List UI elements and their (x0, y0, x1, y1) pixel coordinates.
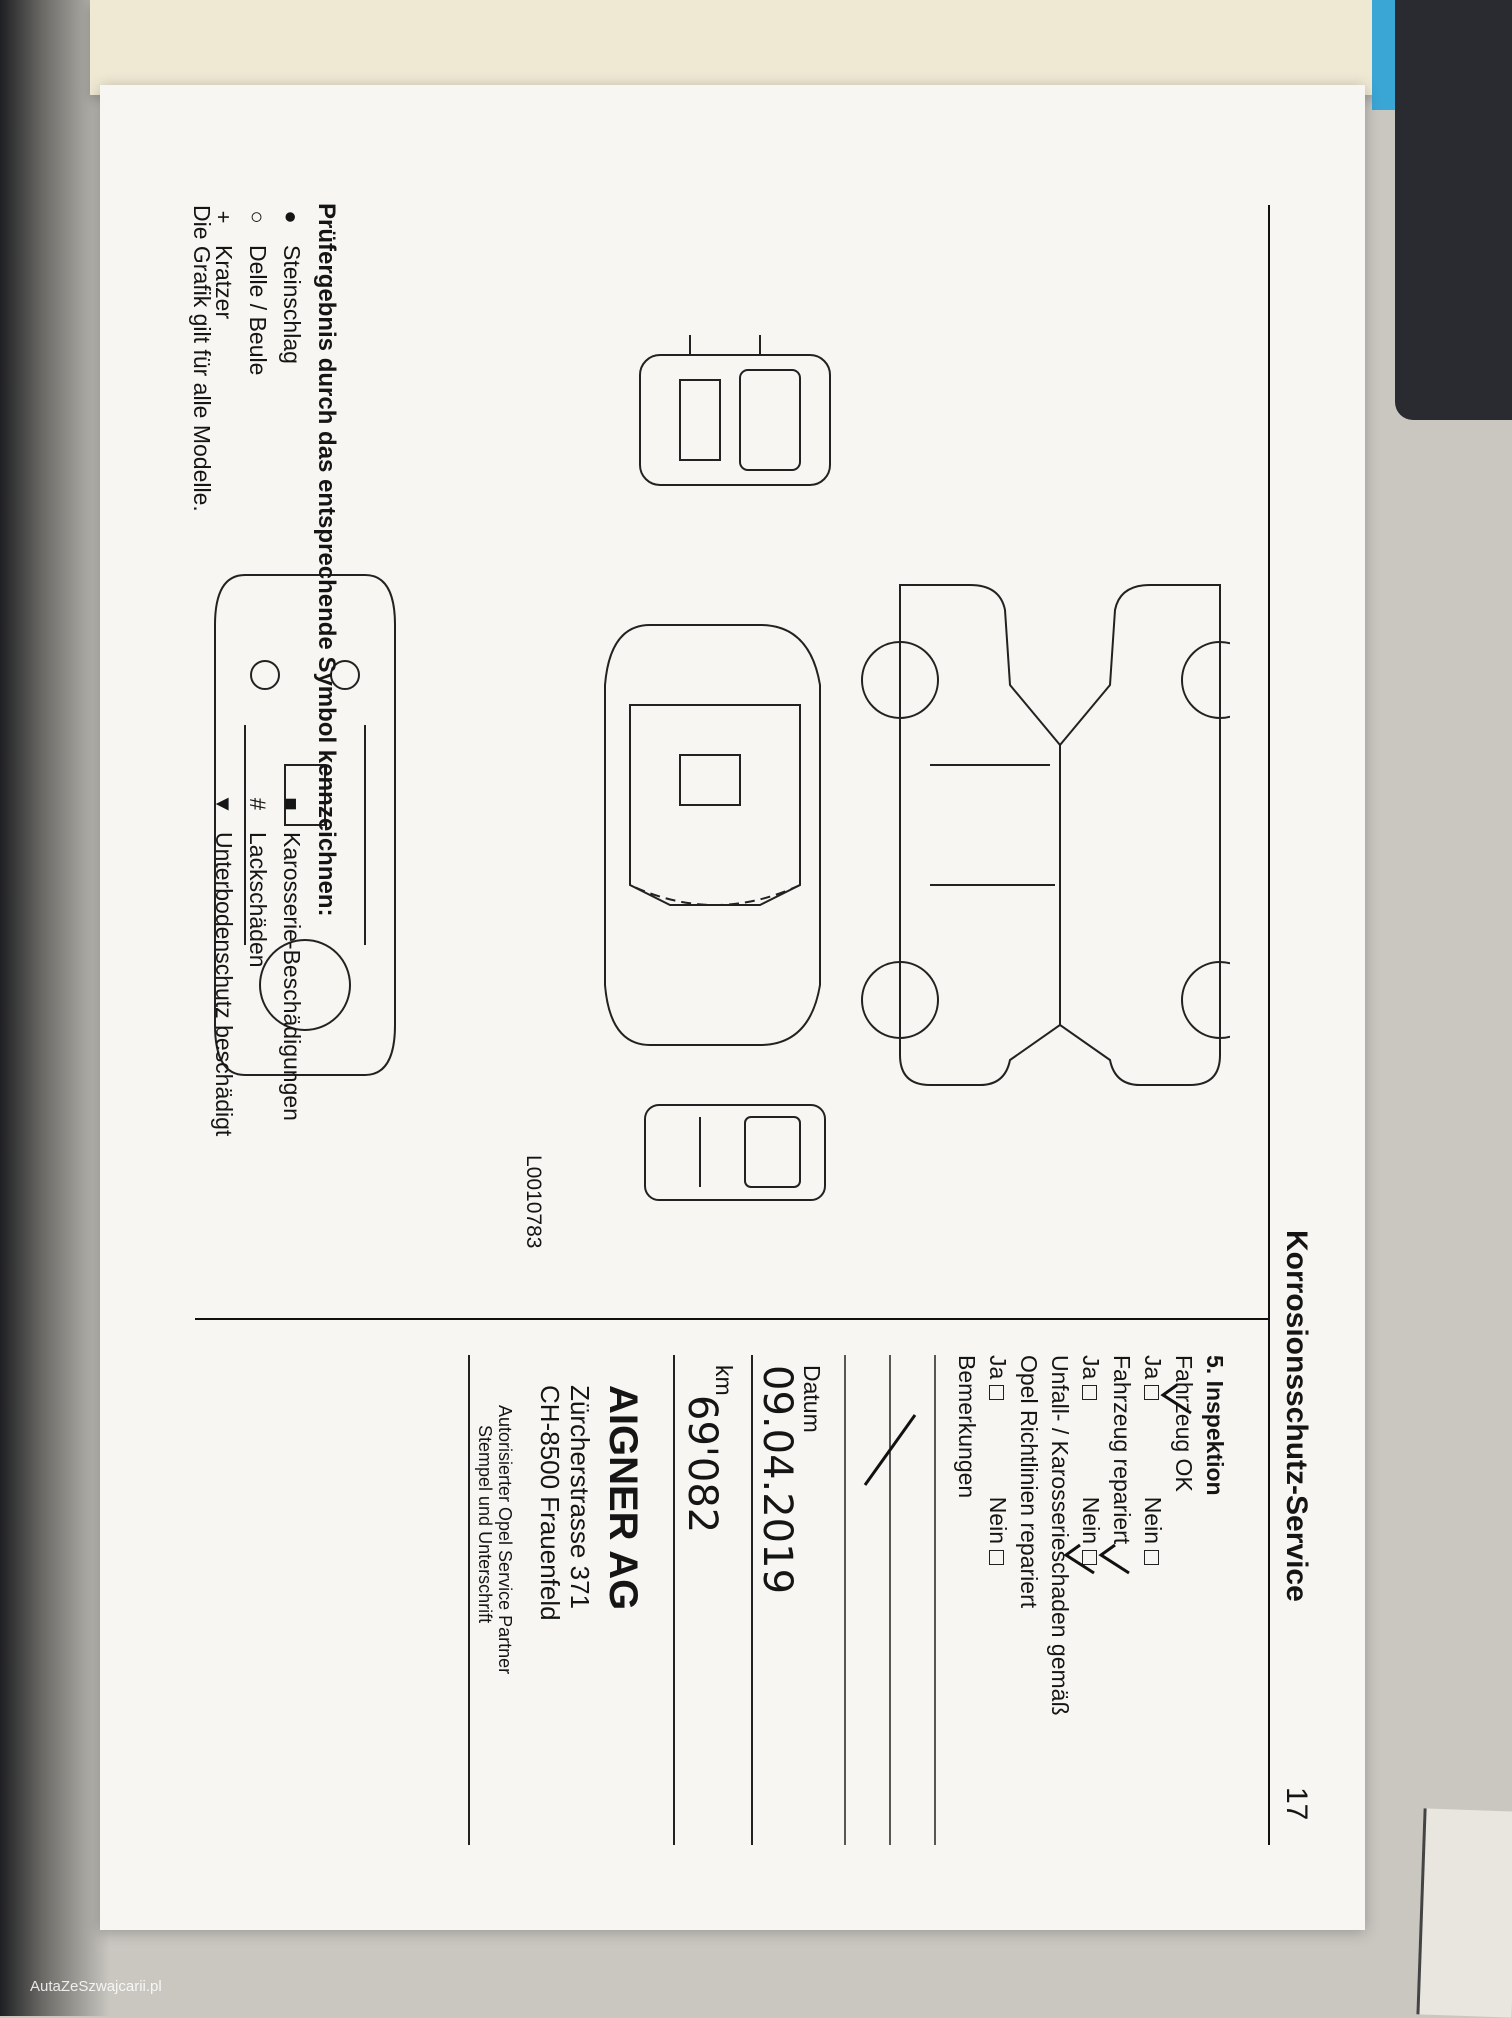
yes-label: Ja (985, 1355, 1011, 1380)
datum-line (751, 1355, 753, 1845)
datum-label: Datum (799, 1365, 825, 1433)
checkbox-no[interactable] (988, 1550, 1004, 1565)
legend-item-unterboden: ▼ Unterbodenschutz beschädigt (210, 790, 237, 1136)
partner-label: Autorisierter Opel Service Partner (495, 1405, 515, 1675)
triangle-down-icon: ▼ (211, 793, 237, 815)
car-diagram (604, 335, 1230, 1201)
legend-item-steinschlag: ● Steinschlag (278, 203, 305, 364)
filled-square-icon: ■ (279, 797, 305, 811)
legend-label: Kratzer (211, 245, 237, 320)
corner-document (1416, 1808, 1512, 2018)
legend-label: Steinschlag (279, 245, 305, 364)
desk-left-edge (0, 0, 110, 2016)
signature-line (468, 1355, 470, 1845)
no-label: Nein (985, 1496, 1011, 1544)
car-side-view-left (861, 584, 1061, 1086)
legend-item-delle: ○ Delle / Beule (244, 203, 271, 375)
handwritten-date: 09.04.2019 (754, 1365, 800, 1595)
legend-item-lack: # Lackschäden (244, 790, 271, 968)
legend-label: Karosserie-Beschädigungen (279, 832, 305, 1121)
stamp-city: CH-8500 Frauenfeld (535, 1385, 565, 1621)
q3-options: Ja Nein (982, 1355, 1013, 1716)
car-top-view (604, 624, 821, 1046)
legend-label: Unterbodenschutz beschädigt (211, 832, 237, 1137)
handwritten-checkmarks (1063, 1383, 1192, 1575)
page-number: 17 (1280, 1787, 1313, 1821)
legend-title: Prüfergebnis durch das entsprechende Sym… (313, 203, 340, 917)
legend-label: Delle / Beule (245, 245, 271, 376)
km-label: km (711, 1365, 737, 1396)
filled-circle-icon: ● (279, 210, 305, 224)
legend-item-karosserie: ■ Karosserie-Beschädigungen (278, 790, 305, 1121)
remark-lines (844, 1355, 936, 1845)
figure-code: L0010783 (522, 1155, 545, 1249)
stamp-street: Zürcherstrasse 371 (565, 1385, 595, 1609)
legend-label: Lackschäden (245, 832, 271, 968)
stamp-name: AIGNER AG (601, 1385, 645, 1611)
car-side-view-right (1059, 584, 1230, 1086)
top-rule (1268, 205, 1270, 1845)
watermark: AutaZeSzwajcarii.pl (30, 1978, 162, 1995)
dark-folder (1395, 0, 1512, 420)
divider-rule (195, 1318, 1270, 1320)
plus-icon: + (211, 210, 237, 224)
car-rear-view (644, 1104, 826, 1201)
car-underbody-diagram (214, 574, 396, 1076)
open-circle-icon: ○ (245, 210, 271, 224)
hash-icon: # (245, 797, 271, 811)
signature-label: Stempel und Unterschrift (475, 1425, 495, 1624)
page-title: Korrosionsschutz-Service (1280, 1230, 1313, 1602)
handwritten-km: 69'082 (679, 1395, 725, 1534)
previous-page-edge (90, 0, 1400, 95)
page-content: Korrosionsschutz-Service 17 Die Grafik g… (100, 85, 1365, 1930)
booklet-page: Korrosionsschutz-Service 17 Die Grafik g… (100, 85, 1365, 1930)
checkbox-yes[interactable] (988, 1385, 1004, 1401)
q-richtlinien: Opel Richtlinien repariert (1016, 1355, 1042, 1609)
km-line (673, 1355, 675, 1845)
car-front-view (639, 335, 831, 486)
legend-item-kratzer: + Kratzer (210, 203, 237, 320)
